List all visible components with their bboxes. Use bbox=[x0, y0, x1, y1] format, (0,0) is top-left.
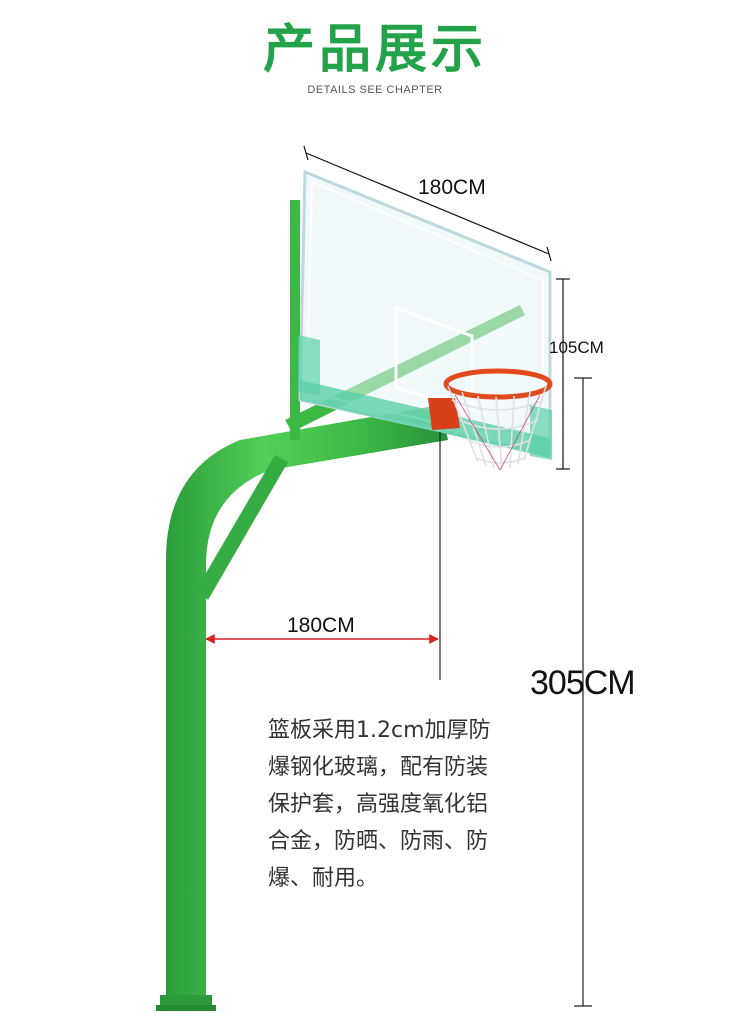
dimension-line-reach bbox=[205, 432, 441, 680]
label-rim-height: 305CM bbox=[530, 664, 636, 702]
basketball-net bbox=[447, 385, 547, 471]
page-title: 产品展示 bbox=[262, 20, 487, 80]
basketball-rim bbox=[443, 368, 553, 400]
rim-bracket bbox=[428, 398, 460, 430]
dimension-line-rim-height bbox=[574, 377, 592, 1007]
support-strut bbox=[196, 455, 288, 600]
product-description: 篮板采用1.2cm加厚防爆钢化玻璃，配有防装保护套，高强度氧化铝合金，防晒、防雨… bbox=[268, 718, 491, 891]
label-backboard-width: 180CM bbox=[418, 176, 486, 199]
base-plate bbox=[160, 995, 212, 1007]
label-backboard-height: 105CM bbox=[549, 338, 604, 357]
page-subtitle: DETAILS SEE CHAPTER bbox=[307, 84, 443, 96]
dimension-line-backboard-height bbox=[556, 278, 570, 470]
label-reach: 180CM bbox=[287, 614, 355, 637]
backboard-target-square bbox=[394, 305, 474, 412]
dimension-line-backboard-width bbox=[303, 145, 552, 262]
main-pole bbox=[166, 405, 448, 1000]
